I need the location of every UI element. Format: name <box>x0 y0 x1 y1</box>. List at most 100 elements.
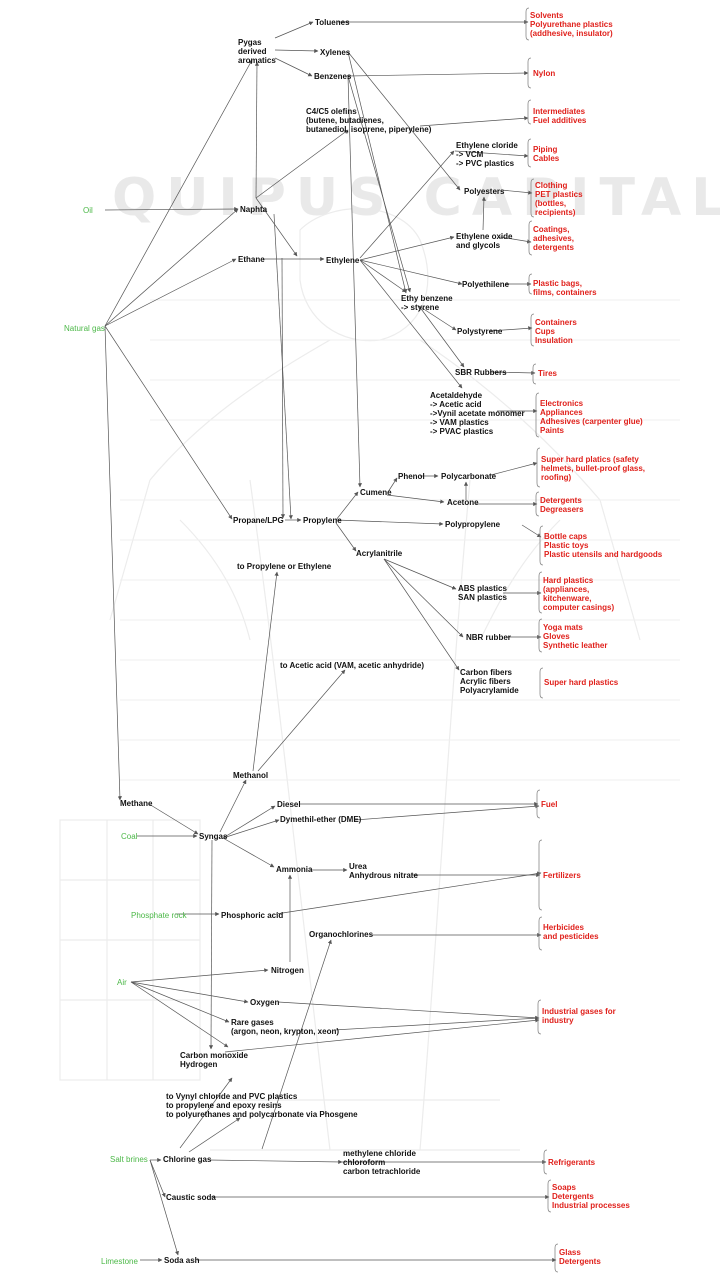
node-ethylbenzene: Ethy benzene -> styrene <box>401 294 453 312</box>
flow-arrow <box>347 75 362 488</box>
source-coal: Coal <box>121 832 138 841</box>
group-bracket <box>536 447 541 488</box>
use-glass: Glass Detergents <box>559 1248 601 1266</box>
use-clothing: Clothing PET plastics (bottles, recipien… <box>535 181 583 217</box>
group-bracket <box>527 99 532 125</box>
source-air: Air <box>117 978 127 987</box>
node-propylene: Propylene <box>303 516 342 525</box>
flow-arrow <box>386 494 445 504</box>
source-phosphate-rock: Phosphate rock <box>131 911 187 920</box>
flow-arrow <box>354 804 540 821</box>
flow-arrow <box>521 524 542 538</box>
flow-arrow <box>254 61 260 199</box>
flow-arrow <box>130 981 229 1048</box>
flow-arrow <box>383 558 457 590</box>
group-bracket <box>538 571 543 614</box>
use-nylon: Nylon <box>533 69 556 78</box>
node-acrylonitrile: Acrylanitrile <box>356 549 403 558</box>
source-oil: Oil <box>83 206 93 215</box>
flow-arrow <box>219 779 247 833</box>
node-nitrogen: Nitrogen <box>271 966 304 975</box>
group-bracket <box>527 138 532 168</box>
use-tires: Tires <box>538 369 557 378</box>
flow-arrow <box>454 150 529 158</box>
flow-arrow <box>222 805 276 839</box>
node-abs-plastics: ABS plastics SAN plastics <box>458 584 507 602</box>
use-industrial-gases: Industrial gases for industry <box>542 1007 616 1025</box>
node-c4c5-olefins: C4/C5 olefins (butene, butadienes, butan… <box>306 107 432 134</box>
flow-arrow <box>347 70 529 77</box>
flow-arrow <box>179 1077 233 1149</box>
flow-arrow <box>500 189 533 195</box>
group-bracket <box>530 313 535 347</box>
group-bracket <box>538 839 543 911</box>
flow-arrow <box>335 491 359 521</box>
use-detergents: Detergents Degreasers <box>540 496 584 514</box>
flow-arrow <box>104 206 239 212</box>
flow-arrow <box>255 129 349 199</box>
flow-arrow <box>359 259 463 286</box>
node-polyethilene: Polyethilene <box>462 280 510 289</box>
source-natural-gas: Natural gas <box>64 324 105 333</box>
group-bracket <box>528 220 533 256</box>
group-bracket <box>539 667 544 699</box>
node-polystyrene: Polystyrene <box>457 327 503 336</box>
node-chlorine-uses: to Vynyl chloride and PVC plastics to pr… <box>166 1092 358 1119</box>
use-coatings: Coatings, adhesives, detergents <box>533 225 574 252</box>
flow-arrow <box>274 48 319 54</box>
flow-arrow <box>418 305 465 368</box>
node-methanol: Methanol <box>233 771 269 780</box>
node-to-propylene: to Propylene or Ethylene <box>237 562 332 571</box>
use-hard-plastics: Hard plastics (appliances, kitchenware, … <box>543 576 615 612</box>
flow-arrow <box>104 258 237 327</box>
node-polypropylene: Polypropylene <box>445 520 501 529</box>
flow-arrow <box>104 59 253 327</box>
flow-arrow <box>359 150 455 259</box>
use-fuel: Fuel <box>541 800 558 809</box>
flow-arrow <box>489 370 536 376</box>
node-soda-ash: Soda ash <box>164 1256 200 1265</box>
node-ethylene: Ethylene <box>326 256 360 265</box>
group-bracket <box>539 525 544 566</box>
use-super-hard-plastics-2: Super hard plastics <box>544 678 619 687</box>
flow-arrow <box>347 75 411 293</box>
flow-arrow <box>489 326 533 332</box>
group-bracket <box>530 178 535 218</box>
group-bracket <box>528 273 533 295</box>
node-cumene: Cumene <box>360 488 392 497</box>
use-soaps: Soaps Detergents Industrial processes <box>552 1183 630 1210</box>
flow-arrow <box>149 1159 179 1256</box>
group-bracket <box>547 1179 552 1213</box>
node-chloro-products: methylene chloride chloroform carbon tet… <box>343 1149 421 1176</box>
flow-arrow <box>130 968 269 983</box>
node-ammonia: Ammonia <box>276 865 313 874</box>
node-benzenes: Benzenes <box>314 72 352 81</box>
node-sbr-rubbers: SBR Rubbers <box>455 368 507 377</box>
node-phosphoric-acid: Phosphoric acid <box>221 911 284 920</box>
flow-arrow <box>383 558 464 638</box>
flow-arrow <box>387 477 398 493</box>
group-bracket <box>543 1149 548 1175</box>
flow-arrow <box>347 51 408 294</box>
use-yoga-mats: Yoga mats Gloves Synthetic leather <box>543 623 608 650</box>
flow-arrow <box>148 803 199 835</box>
use-piping: Piping Cables <box>533 145 560 163</box>
use-solvents: Solvents Polyurethane plastics (addhesiv… <box>530 11 613 38</box>
node-ethane: Ethane <box>238 255 265 264</box>
node-diesel: Diesel <box>277 800 301 809</box>
flow-arrow <box>383 558 460 671</box>
source-salt-brines: Salt brines <box>110 1155 148 1164</box>
flow-arrow <box>277 1001 540 1020</box>
flow-arrow <box>359 259 407 293</box>
group-bracket <box>525 7 530 41</box>
flow-arrow <box>104 325 233 520</box>
node-ethylene-oxide: Ethylene oxide and glycols <box>456 232 513 250</box>
node-propane-lpg: Propane/LPG <box>233 516 284 525</box>
node-phenol: Phenol <box>398 472 425 481</box>
node-rare-gases: Rare gases (argon, neon, krypton, xeon) <box>231 1018 340 1036</box>
node-organochlorines: Organochlorines <box>309 930 374 939</box>
flow-arrow <box>275 871 542 915</box>
use-herbicides: Herbicides and pesticides <box>543 923 599 941</box>
flow-arrow <box>222 819 280 839</box>
